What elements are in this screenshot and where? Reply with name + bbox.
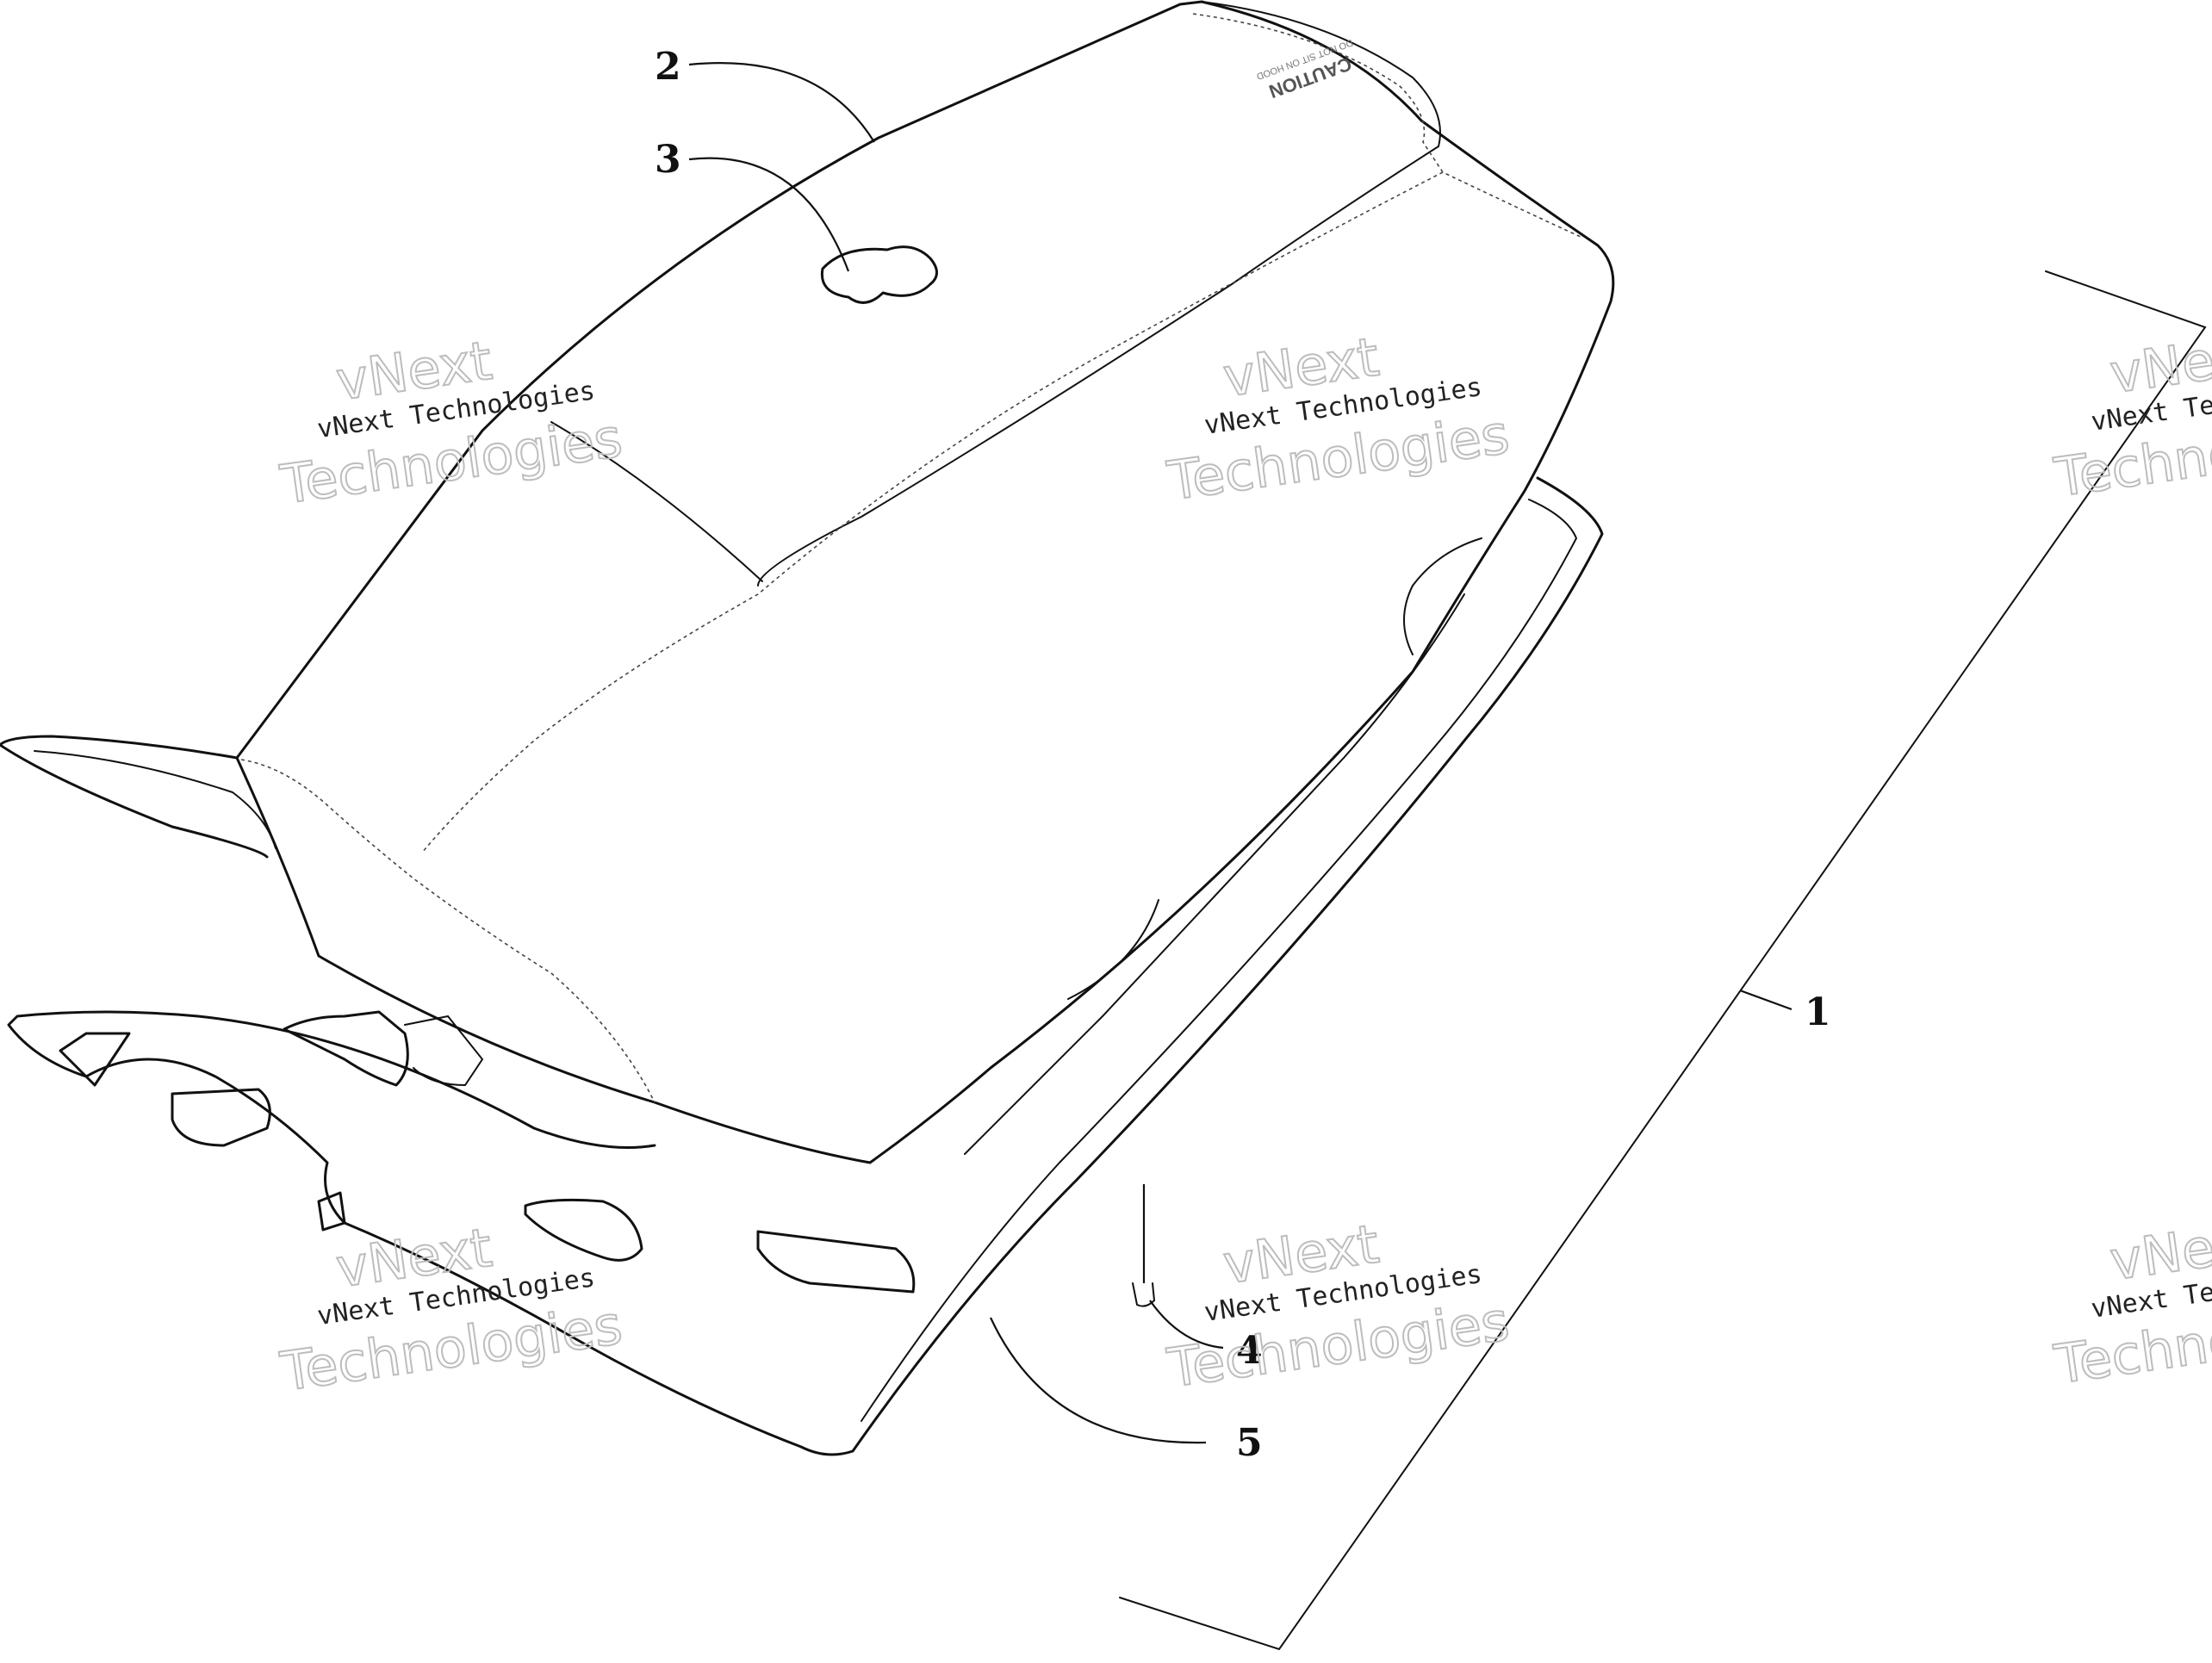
hinge-arm [404, 1015, 484, 1087]
seat-rear-stitch [240, 759, 656, 1103]
seat-base-inner-rail [861, 499, 1578, 1422]
leader-line-1 [1739, 989, 1793, 1011]
watermark-bottom-right: vNext vNext Technologies Technologies [2049, 1207, 2212, 1397]
leader-line-4b [1149, 1300, 1224, 1350]
seat-rear-inner [34, 750, 276, 849]
seat-base-arc [1067, 899, 1159, 1000]
hinge-bracket [283, 1010, 409, 1087]
seat-rear-tail [0, 735, 269, 859]
caution-decal: CAUTION DO NOT SIT ON HOOD [1255, 37, 1355, 102]
rear-latch-bar [171, 1088, 271, 1147]
seat-base-pan [7, 476, 1604, 1456]
watermark-bottom-center: vNext vNext Technologies Technologies [1163, 1212, 1514, 1401]
seat-drawing [0, 0, 1615, 1456]
seat-clip [1132, 1282, 1156, 1307]
leader-line-2 [688, 62, 875, 143]
watermark-top-left: vNext vNext Technologies Technologies [276, 328, 627, 518]
leader-line-5 [990, 1317, 1207, 1444]
mount-post [317, 1191, 346, 1232]
seat-center-stitch [421, 171, 1444, 853]
seat-front-panel [757, 1, 1441, 586]
watermark-bottom-left: vNext vNext Technologies Technologies [276, 1215, 627, 1405]
leader-line-3 [688, 157, 850, 272]
foam-patch [820, 245, 938, 304]
rear-latch-bracket [59, 1032, 131, 1087]
callout-2: 2 [655, 45, 681, 89]
seat-front-stitch [1192, 13, 1581, 238]
callout-5: 5 [1236, 1421, 1263, 1465]
watermark-top-right: vNext vNext Technologies Technologies [2049, 320, 2212, 510]
callout-3: 3 [655, 138, 681, 182]
callout-1: 1 [1805, 990, 1831, 1034]
seat-base-groove [964, 593, 1465, 1155]
mount-slot [756, 1230, 916, 1294]
seat-crease-line [550, 421, 763, 582]
watermark-top-center: vNext vNext Technologies Technologies [1163, 325, 1514, 514]
callout-4: 4 [1236, 1329, 1263, 1373]
front-slot [524, 1198, 643, 1262]
seat-top-outline [235, 0, 1615, 1164]
seat-base-flange [1403, 537, 1482, 655]
group-bracket-line [1119, 270, 2207, 1651]
